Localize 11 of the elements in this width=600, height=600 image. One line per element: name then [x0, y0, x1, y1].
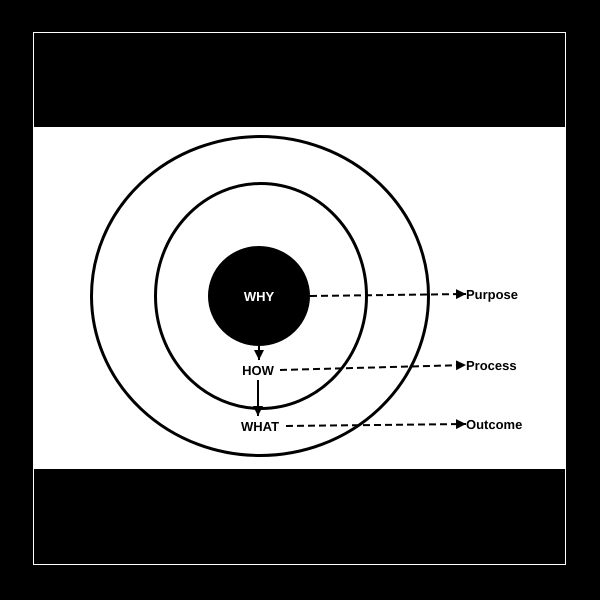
layer-label: WHAT [234, 416, 286, 436]
dashed-arrow [286, 419, 466, 430]
outcome-label: Process [466, 355, 542, 375]
arrow [254, 346, 264, 360]
outcome-label: Outcome [466, 414, 548, 434]
layer-label: HOW [236, 360, 280, 380]
outcome-label: Purpose [466, 284, 542, 304]
arrow [253, 380, 263, 416]
dashed-arrow [280, 360, 466, 371]
circle-label: WHY [244, 288, 274, 304]
dashed-arrow [310, 289, 466, 300]
